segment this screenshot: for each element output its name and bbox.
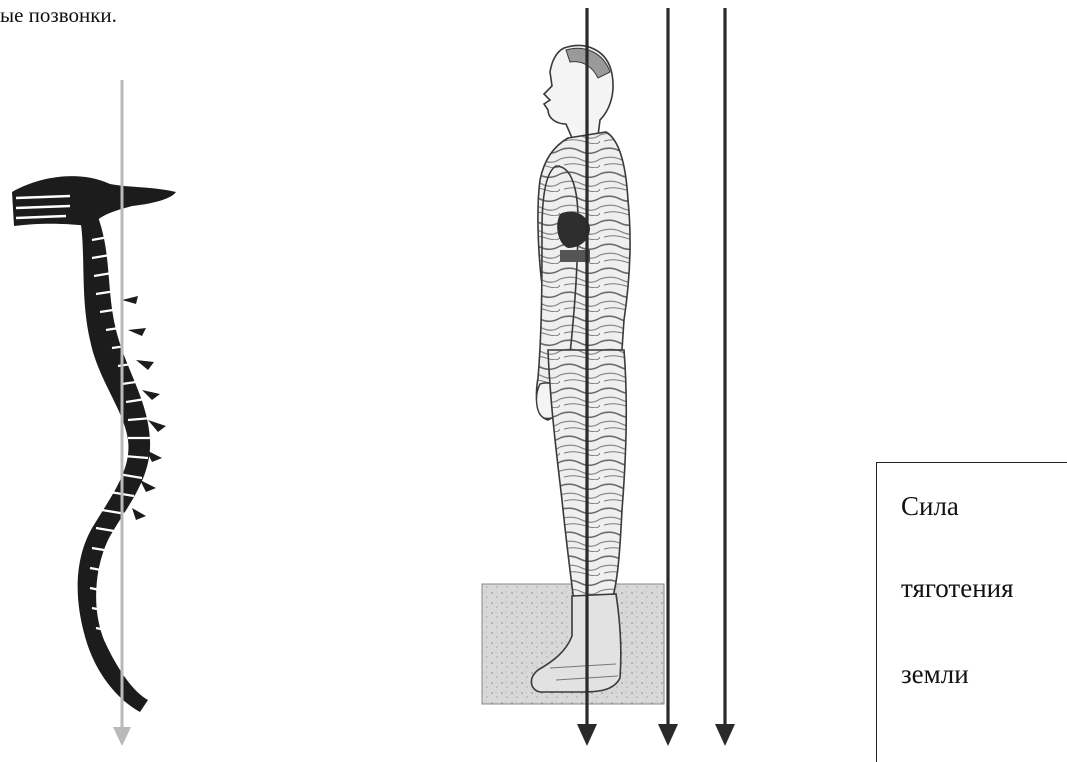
gravity-arrow-3 xyxy=(715,8,735,746)
spine-illustration xyxy=(12,176,176,712)
legend-line-1: Сила xyxy=(901,491,959,521)
legend-line-3: земли xyxy=(901,659,969,689)
standing-soldier-illustration xyxy=(482,46,664,704)
gravity-legend-box: Сила тяготения земли xyxy=(876,462,1067,762)
vertebral-column xyxy=(78,212,150,712)
legend-line-2: тяготения xyxy=(901,573,1014,603)
